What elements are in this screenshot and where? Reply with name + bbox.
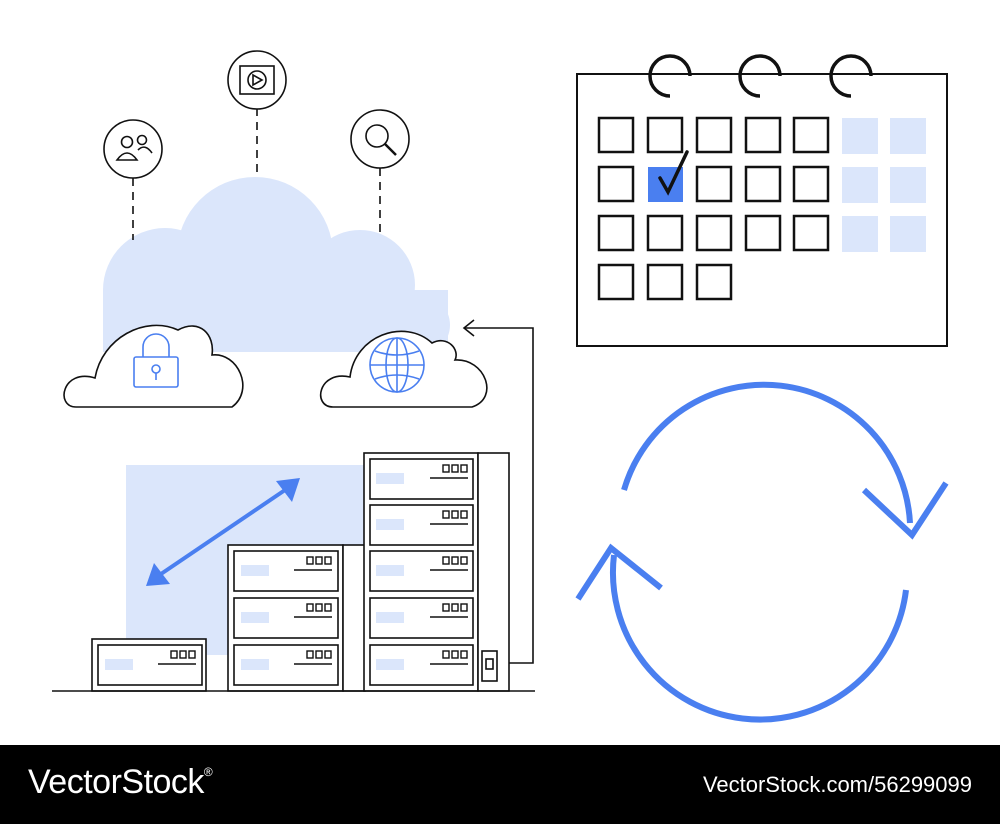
registered-mark: ® xyxy=(203,765,213,779)
calendar-rings xyxy=(648,54,873,98)
sync-arrows-icon xyxy=(575,381,949,723)
calendar-icon xyxy=(576,54,948,347)
footer-bar: VectorStock® VectorStock.com/56299099 xyxy=(0,745,1000,824)
globe-cloud xyxy=(319,330,488,408)
big-cloud xyxy=(103,177,450,355)
illustration xyxy=(52,50,949,723)
double-arrow-icon xyxy=(146,478,300,586)
calendar-inactive-days xyxy=(842,118,926,252)
search-icon xyxy=(350,109,410,169)
server-racks xyxy=(52,452,535,692)
video-play-icon xyxy=(227,50,287,110)
dashed-connectors xyxy=(132,108,381,240)
brand-name: VectorStock xyxy=(28,763,204,801)
server-unit-details xyxy=(105,464,468,670)
lock-cloud xyxy=(63,324,244,408)
checkmark-icon xyxy=(658,150,689,196)
globe-icon xyxy=(369,337,425,393)
cloud-group xyxy=(63,50,488,408)
image-id: VectorStock.com/56299099 xyxy=(702,772,972,797)
connector-arrow xyxy=(462,319,534,664)
calendar-grid xyxy=(597,116,830,301)
brand-logo: VectorStock® xyxy=(28,763,213,802)
users-icon xyxy=(103,119,163,179)
lock-icon xyxy=(133,333,179,388)
server-rack-3 xyxy=(363,452,510,692)
